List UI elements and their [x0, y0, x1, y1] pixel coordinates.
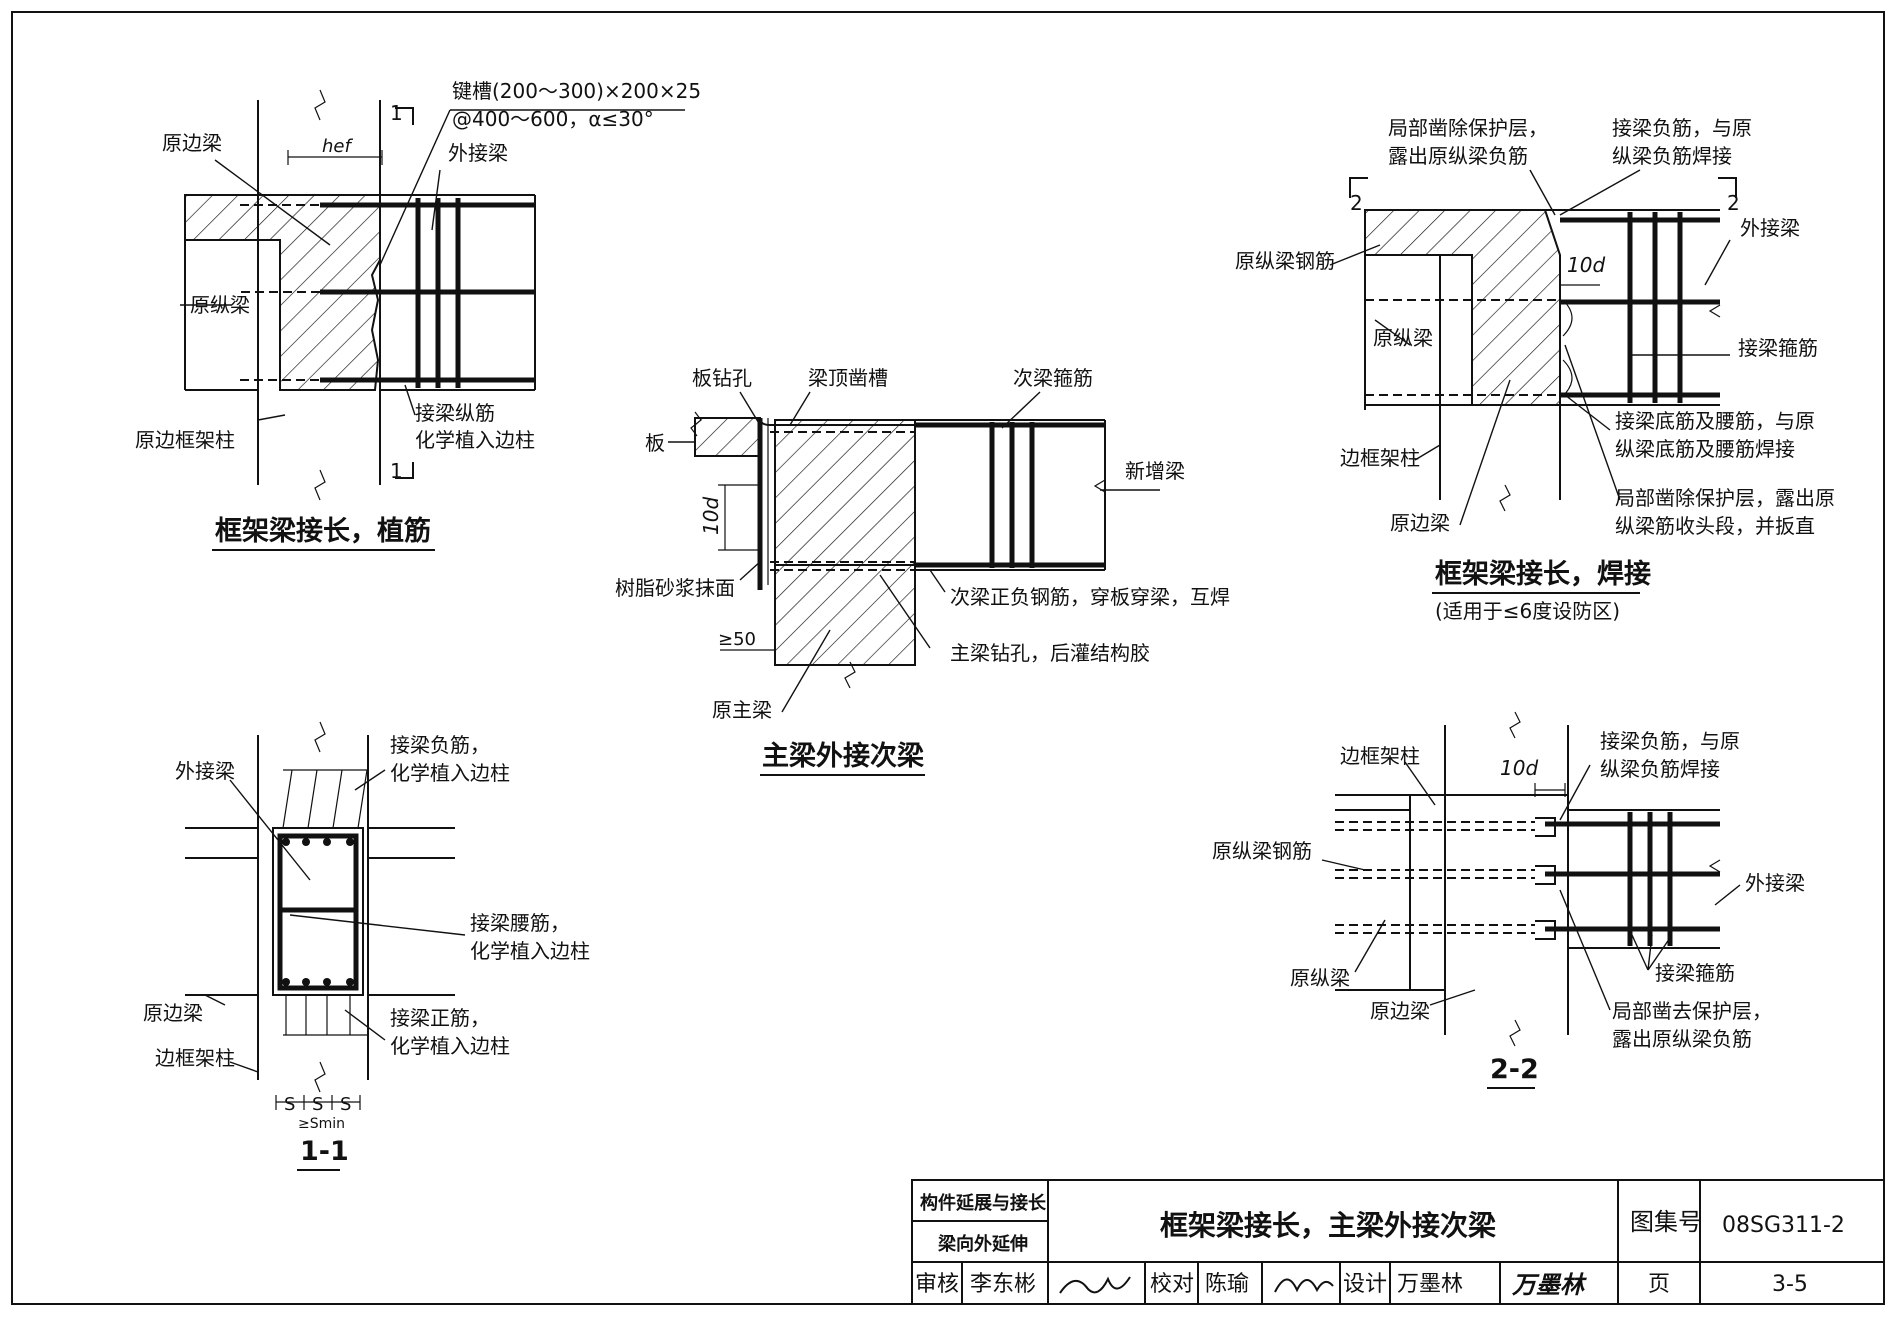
label-secondary-rebar-welded: 次梁正负钢筋，穿板穿梁，互焊 — [950, 585, 1230, 609]
cut-mark-2-left: 2 — [1350, 191, 1363, 215]
diagram-c-title: 框架梁接长，焊接 — [1435, 559, 1651, 590]
label-original-longitudinal-beam: 原纵梁 — [190, 293, 250, 317]
title-block-reviewer: 李东彬 — [970, 1272, 1036, 1297]
label-edge-column: 边框架柱 — [1340, 446, 1420, 470]
title-block-atlas-label: 图集号 — [1630, 1208, 1702, 1236]
label-original-beam-rebar: 原纵梁钢筋 — [1235, 249, 1335, 273]
title-block-category-2: 梁向外延伸 — [937, 1233, 1028, 1255]
title-block-atlas-no: 08SG311-2 — [1722, 1213, 1845, 1238]
diagram-section-1-1: S S S ≥Smin 外接梁 接梁负筋， 化学植入边柱 接梁腰筋， 化学植入边… — [143, 721, 590, 1171]
label-positive-rebar-2: 化学植入边柱 — [390, 1034, 510, 1058]
hef-label: hef — [322, 136, 353, 157]
label-remove-cover-expose-2: 露出原纵梁负筋 — [1612, 1027, 1752, 1051]
title-block-review-label: 审核 — [915, 1272, 959, 1297]
title-block-main-title: 框架梁接长，主梁外接次梁 — [1160, 1209, 1496, 1242]
signature-reviewer — [1059, 1276, 1131, 1294]
label-external-beam: 外接梁 — [448, 141, 508, 165]
label-external-beam: 外接梁 — [1745, 871, 1805, 895]
label-slab-drilling: 板钻孔 — [692, 366, 752, 390]
title-block-check-label: 校对 — [1150, 1272, 1194, 1297]
label-negative-rebar-weld-1: 接梁负筋，与原 — [1612, 116, 1752, 140]
label-remove-cover-straighten-1: 局部凿除保护层，露出原 — [1615, 486, 1835, 510]
label-chemical-anchor: 化学植入边柱 — [415, 428, 535, 452]
label-negative-rebar-weld-2: 纵梁负筋焊接 — [1600, 757, 1720, 781]
diagram-c-subtitle: (适用于≤6度设防区) — [1435, 599, 1620, 623]
label-remove-cover-1: 局部凿除保护层， — [1388, 116, 1548, 140]
label-external-beam: 外接梁 — [175, 759, 235, 783]
title-block: 构件延展与接长 梁向外延伸 框架梁接长，主梁外接次梁 图集号 08SG311-2… — [911, 1179, 1885, 1305]
diagram-beam-extension-rebar-planting: hef 1 1 键槽(200～300)×200×25 @400～600，α≤30… — [135, 79, 701, 551]
cut-mark-1-top: 1 — [390, 101, 403, 125]
label-remove-cover-straighten-2: 纵梁筋收头段，并扳直 — [1615, 514, 1815, 538]
diagram-e-title: 2-2 — [1490, 1054, 1539, 1085]
label-original-edge-column: 原边框架柱 — [135, 428, 235, 452]
label-negative-rebar-weld-2: 纵梁负筋焊接 — [1612, 144, 1732, 168]
signature-designer: 万墨林 — [1511, 1271, 1587, 1299]
dim-10d-b: 10d — [699, 497, 723, 535]
spacing-smin: ≥Smin — [298, 1116, 345, 1132]
title-block-page-no: 3-5 — [1772, 1272, 1808, 1297]
dim-10d-c: 10d — [1567, 253, 1605, 277]
diagram-b-title: 主梁外接次梁 — [762, 741, 924, 772]
dim-ge-50: ≥50 — [718, 629, 756, 650]
cut-mark-1-bottom: 1 — [390, 459, 403, 483]
label-negative-rebar-1: 接梁负筋， — [390, 733, 490, 757]
label-waist-rebar-2: 化学植入边柱 — [470, 939, 590, 963]
title-block-category-1: 构件延展与接长 — [920, 1192, 1047, 1214]
label-slab: 板 — [645, 431, 665, 455]
label-original-beam-rebar: 原纵梁钢筋 — [1212, 839, 1312, 863]
spacing-s1: S — [284, 1094, 295, 1115]
label-original-longitudinal-beam: 原纵梁 — [1373, 326, 1433, 350]
label-original-edge-beam: 原边梁 — [143, 1001, 203, 1025]
diagram-beam-extension-welding: 2 2 10d 局部凿除保护层， 露出原纵梁负筋 接梁负筋，与原 纵梁负筋焊接 … — [1235, 116, 1835, 623]
label-negative-rebar-weld-1: 接梁负筋，与原 — [1600, 729, 1740, 753]
label-resin-mortar: 树脂砂浆抹面 — [615, 576, 735, 600]
cut-mark-2-right: 2 — [1727, 191, 1740, 215]
label-joint-stirrup: 接梁箍筋 — [1738, 336, 1818, 360]
keyway-note-2: @400～600，α≤30° — [452, 107, 654, 131]
diagram-d-title: 1-1 — [300, 1136, 349, 1167]
label-original-edge-beam: 原边梁 — [162, 131, 222, 155]
label-remove-cover-expose-1: 局部凿去保护层， — [1612, 999, 1772, 1023]
label-original-edge-beam: 原边梁 — [1390, 511, 1450, 535]
label-longitudinal-rebar: 接梁纵筋 — [415, 401, 495, 425]
signature-checker — [1274, 1278, 1334, 1293]
label-main-beam-drilling: 主梁钻孔，后灌结构胶 — [950, 641, 1150, 665]
label-edge-column: 边框架柱 — [155, 1046, 235, 1070]
label-bottom-rebar-weld-1: 接梁底筋及腰筋，与原 — [1615, 409, 1815, 433]
title-block-checker: 陈瑜 — [1205, 1272, 1249, 1297]
label-waist-rebar-1: 接梁腰筋， — [470, 911, 570, 935]
label-bottom-rebar-weld-2: 纵梁底筋及腰筋焊接 — [1615, 437, 1795, 461]
label-beam-top-groove: 梁顶凿槽 — [808, 366, 888, 390]
diagram-section-2-2: 10d 边框架柱 接梁负筋，与原 纵梁负筋焊接 原纵梁钢筋 外接梁 原纵梁 接梁… — [1212, 711, 1805, 1089]
label-secondary-stirrup: 次梁箍筋 — [1013, 366, 1093, 390]
diagram-main-beam-secondary-beam: 10d ≥50 板钻孔 梁顶凿槽 次梁箍筋 板 新增梁 树脂砂浆抹面 次梁正负钢… — [615, 366, 1230, 776]
dim-10d-e: 10d — [1500, 756, 1538, 780]
label-joint-stirrup: 接梁箍筋 — [1655, 961, 1735, 985]
label-new-beam: 新增梁 — [1125, 459, 1185, 483]
spacing-s3: S — [340, 1094, 351, 1115]
title-block-designer: 万墨林 — [1397, 1272, 1463, 1297]
label-original-main-beam: 原主梁 — [712, 698, 772, 722]
label-original-longitudinal-beam: 原纵梁 — [1290, 966, 1350, 990]
label-edge-column: 边框架柱 — [1340, 744, 1420, 768]
label-original-edge-beam: 原边梁 — [1370, 999, 1430, 1023]
label-negative-rebar-2: 化学植入边柱 — [390, 761, 510, 785]
title-block-design-label: 设计 — [1343, 1272, 1387, 1297]
title-block-page-label: 页 — [1648, 1272, 1670, 1297]
label-positive-rebar-1: 接梁正筋， — [390, 1006, 490, 1030]
keyway-note-1: 键槽(200～300)×200×25 — [452, 79, 701, 103]
label-external-beam: 外接梁 — [1740, 216, 1800, 240]
spacing-s2: S — [312, 1094, 323, 1115]
label-remove-cover-2: 露出原纵梁负筋 — [1388, 144, 1528, 168]
diagram-a-title: 框架梁接长，植筋 — [215, 515, 431, 547]
